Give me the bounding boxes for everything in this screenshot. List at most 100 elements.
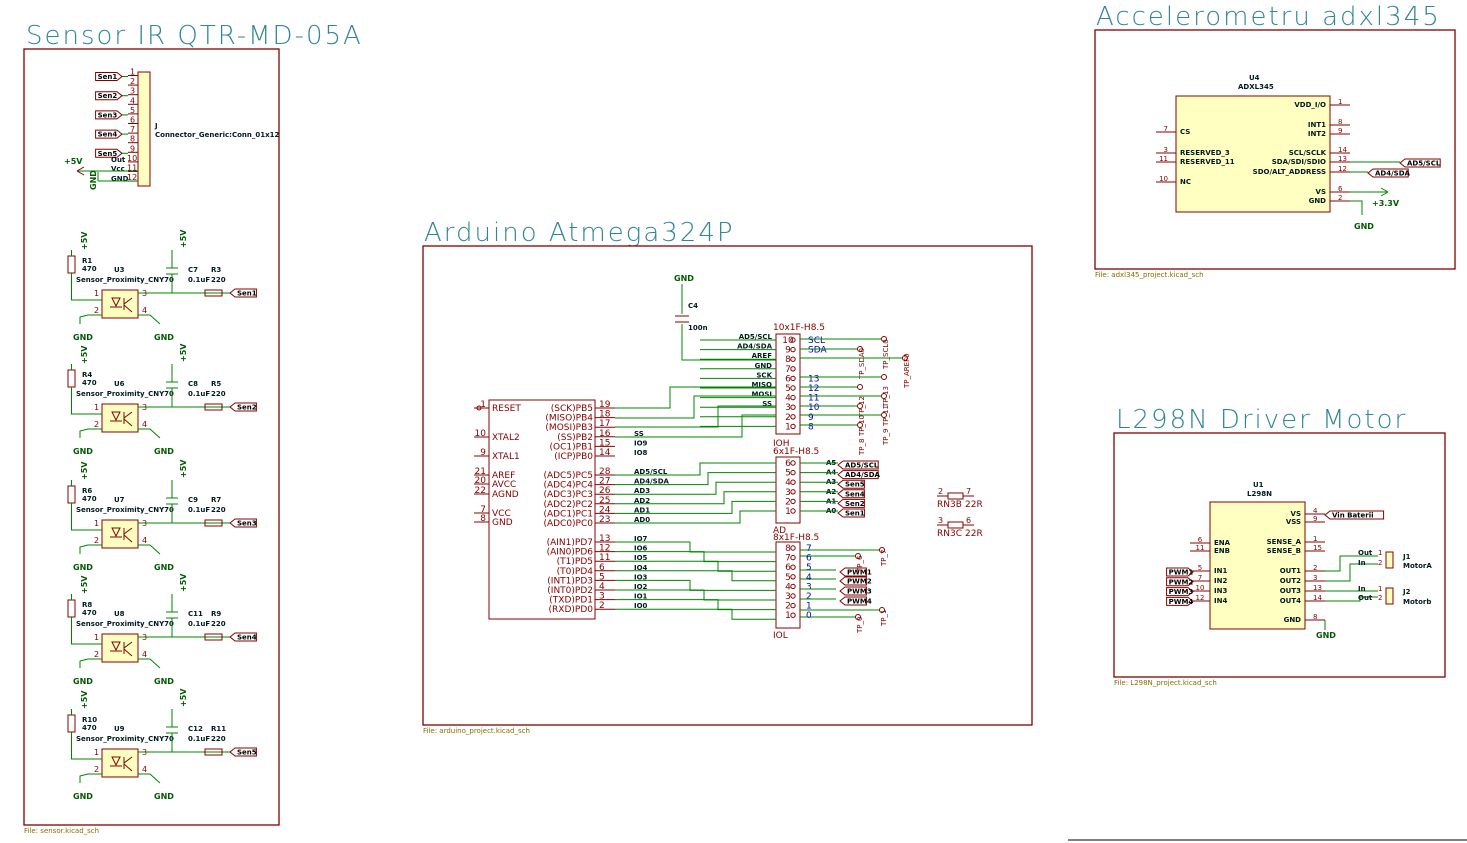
ioh-pin-dot-3	[790, 404, 796, 410]
sensor-gnd1-3: GND	[73, 677, 93, 686]
sensor-ref-3: U8	[114, 610, 125, 618]
driver-sheet[interactable]: L298N Driver Motor File: L298N_project.k…	[1113, 405, 1446, 687]
adxl-label-scl-text: AD5/SCL	[1407, 160, 1441, 168]
connector-pin-9-num: 9	[130, 144, 135, 153]
iol-pin-5: 5	[785, 573, 791, 583]
atmega-portc-name-4: (ADC1)PC1	[543, 509, 593, 519]
pc-route-4	[615, 500, 776, 514]
connector-label-sen3-shape	[95, 110, 123, 120]
adxl-left-num-0: 7	[1164, 125, 1168, 133]
sensor-pin4-4: 4	[142, 765, 147, 774]
iol-tp-label-0: TP_6	[856, 555, 864, 573]
iol-tp-circle-1	[879, 547, 885, 553]
atmega-portd-net-1: IO6	[634, 545, 648, 553]
connector-label-sen4: Sen4	[95, 129, 123, 139]
sensor-part-1: Sensor_Proximity_CNY70	[76, 390, 174, 398]
connector-vplus-arrow	[76, 166, 85, 176]
iol-pwm-label-3: PWM4	[839, 596, 872, 606]
ad-pin-4: 4	[785, 478, 791, 488]
atmega-portb-num-3: 16	[599, 429, 611, 439]
sensor-right-wires-1	[138, 406, 230, 439]
atmega-portd-name-2: (T1)PD5	[557, 557, 593, 567]
iol-tp-label-3: TP_1	[880, 610, 888, 627]
connector-label-sen3-text: Sen3	[98, 111, 118, 119]
vplus-c-4: +5V	[179, 688, 188, 707]
ad-label-2: Sen5	[837, 479, 865, 489]
c4-plates	[675, 315, 689, 323]
sensor-block-5: +5V+5VR10470Sensor_Proximity_CNY70U91234…	[67, 688, 257, 801]
vplus-r-1: +5V	[80, 345, 89, 364]
l298-vin-label: Vin Baterii	[1324, 510, 1385, 520]
atmega-portd-num-1: 12	[599, 544, 610, 554]
atmega-left-pin-7-name: VCC	[492, 509, 511, 519]
adxl-right-name-3: SCL/SCLK	[1289, 149, 1327, 157]
series-resistor-1	[204, 403, 223, 411]
iol-tp-circle-0	[855, 553, 861, 559]
l298-left-num-0: 6	[1198, 536, 1203, 544]
sensor-part-0: Sensor_Proximity_CNY70	[76, 276, 174, 284]
atmega-portd-net-6: IO1	[634, 593, 648, 601]
adxl345-ref: U4	[1249, 74, 1260, 82]
iol-pwm-label-0-text: PWM1	[847, 569, 872, 577]
iol-pwm-label-3-text: PWM4	[847, 598, 872, 606]
adxl-label-sda-shape	[1367, 168, 1409, 178]
atmega-left-pin-8-num: 8	[480, 514, 486, 524]
atmega-body	[488, 399, 596, 620]
adxl-right-num-0: 1	[1338, 98, 1342, 106]
ioh-tp-label-8: TP_8	[858, 439, 866, 456]
ioh-pin-dot-8	[790, 356, 796, 362]
sensor-out-label-4-shape	[229, 632, 257, 642]
connector-pin-6-num: 6	[130, 116, 135, 125]
connector-vcc-name: Vcc	[111, 165, 125, 173]
rr-val-2: 220	[211, 506, 226, 514]
sensor-sheet[interactable]: Sensor IR QTR-MD-05A File: sensor.kicad_…	[23, 21, 363, 835]
iol-right-2: 5	[806, 563, 812, 573]
sensor-out-label-5: Sen5	[229, 747, 257, 757]
cap-ref-0: C7	[188, 266, 198, 274]
atmega-portd-num-6: 3	[599, 592, 605, 602]
ioh-net-3: GND	[755, 362, 773, 370]
accel-sheet-title: Accelerometru adxl345	[1096, 2, 1441, 32]
resistor-R10	[67, 714, 76, 733]
j1-ref: J1	[1402, 553, 1411, 561]
series-resistor-4	[204, 748, 223, 756]
l298-right-name-4: OUT1	[1280, 567, 1301, 575]
atmega-left-pin-22-num: 22	[475, 486, 486, 496]
arduino-sheet[interactable]: Arduino Atmega324P File: arduino_project…	[422, 218, 1033, 735]
l298-input-label-3-text: PWM4	[1169, 598, 1194, 606]
accel-sheet[interactable]: Accelerometru adxl345 File: adxl345_proj…	[1094, 2, 1456, 279]
sensor-body-4	[101, 748, 139, 778]
sensor-pin1-4: 1	[94, 748, 99, 757]
sensor-pin1-0: 1	[94, 289, 99, 298]
ad-label-2-text: Sen5	[845, 481, 865, 489]
connector-pin-4-num: 4	[130, 96, 135, 105]
atmega-portd-name-0: (AIN1)PD7	[547, 538, 593, 548]
resistor-wire-0	[71, 250, 92, 301]
adxl-right-num-1: 8	[1338, 118, 1342, 126]
l298-gnd: GND	[1316, 631, 1336, 640]
sensor-gnd2-3: GND	[154, 677, 174, 686]
l298-right-name-5: OUT2	[1280, 577, 1301, 585]
l298-input-label-1: PWM2	[1166, 577, 1194, 587]
rr-ref-3: R9	[211, 610, 221, 618]
atmega-left-pin-22-name: AGND	[492, 490, 519, 500]
atmega-portd-num-5: 4	[599, 582, 605, 592]
l298-left-name-5: IN4	[1214, 597, 1227, 605]
connector-pin-2-num: 2	[130, 77, 135, 86]
rr-ref-2: R7	[211, 496, 221, 504]
ioh-tp-circle-3	[881, 374, 887, 380]
ad-label-4-shape	[837, 498, 865, 508]
sensor-block-4: +5V+5VR8470Sensor_Proximity_CNY70U81234G…	[67, 573, 257, 686]
atmega-portc-name-2: (ADC3)PC3	[543, 490, 593, 500]
pd-route-5	[615, 589, 776, 601]
connector-out-name: Out	[111, 156, 126, 164]
arduino-sheet-file: File: arduino_project.kicad_sch	[423, 727, 530, 735]
adxl-vplus: +3.3V	[1372, 199, 1400, 208]
iol-tp-circle-2	[855, 614, 861, 620]
vplus-r-4: +5V	[80, 690, 89, 709]
ioh-pin-dot-2	[790, 414, 796, 420]
iol-pwm-label-2-shape	[839, 586, 867, 596]
ad-pin-dot-2	[790, 498, 796, 505]
sensor-sheet-title: Sensor IR QTR-MD-05A	[26, 21, 363, 51]
ioh-pin-8: 8	[785, 355, 791, 365]
